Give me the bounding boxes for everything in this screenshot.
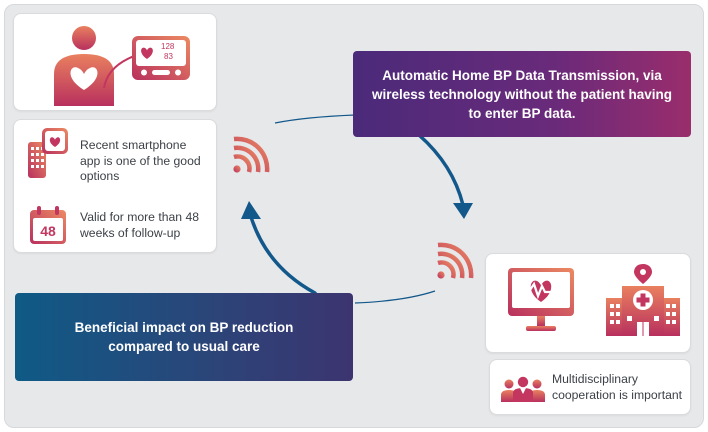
hospital-icon [606,264,680,336]
bp-systolic-value: 128 [161,42,175,51]
heart-monitor-icon [508,268,574,331]
transmission-banner: Automatic Home BP Data Transmission, via… [353,51,691,137]
cycle-arrow-right [417,133,473,219]
transmission-banner-text: Automatic Home BP Data Transmission, via… [371,67,673,121]
follow-up-weeks-text: Valid for more than 48 weeks of follow-u… [80,210,200,240]
impact-banner: Beneficial impact on BP reduction compar… [15,293,353,381]
bp-monitor-icon [132,36,190,80]
wireless-signal-icon [233,136,270,173]
calendar-icon [30,206,66,244]
cycle-arrow-left [241,201,317,295]
diagram-canvas: 128 83 Recent smartphone app is one of t… [4,4,704,428]
patient-card: 128 83 [13,13,217,111]
team-card: Multidisciplinary cooperation is importa… [489,359,691,415]
team-text: Multidisciplinary cooperation is importa… [552,372,683,402]
options-card: Recent smartphone app is one of the good… [13,119,217,253]
telemonitoring-card [485,253,691,353]
smartphone-app-icon [28,128,68,178]
wireless-signal-icon-receiver [437,242,474,279]
smartphone-app-text: Recent smartphone app is one of the good… [80,138,201,183]
cycle-connector-top [274,114,356,124]
calendar-number: 48 [40,223,56,239]
impact-banner-text: Beneficial impact on BP reduction compar… [74,320,294,354]
bp-diastolic-value: 83 [164,52,173,61]
medical-team-icon [501,376,545,402]
cycle-connector-bottom [354,290,436,304]
patient-icon [54,26,114,106]
